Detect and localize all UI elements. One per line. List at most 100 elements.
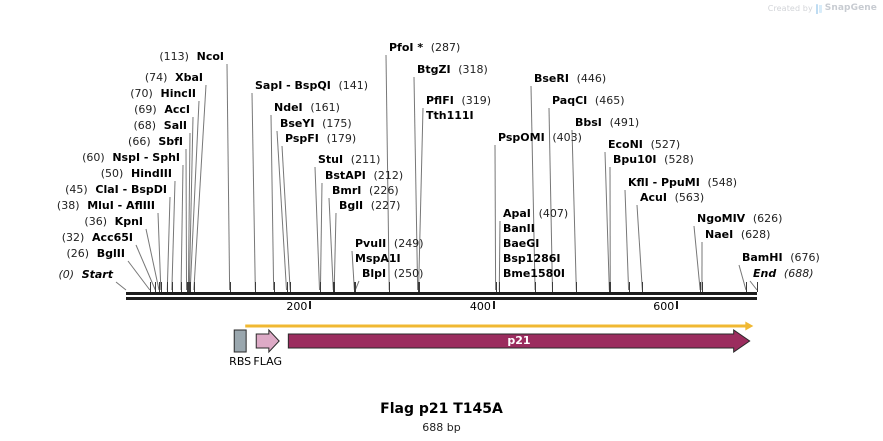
- enzyme-name: PflFI: [426, 94, 454, 107]
- ruler-minor-tick: [333, 282, 335, 292]
- enzyme-label[interactable]: (26) BglII: [67, 247, 125, 260]
- enzyme-label[interactable]: Bme1580I: [503, 267, 565, 280]
- enzyme-position: (287): [430, 41, 461, 54]
- enzyme-label[interactable]: (69) AccI: [134, 103, 190, 116]
- orf-arrow[interactable]: [245, 321, 754, 331]
- enzyme-label[interactable]: StuI (211): [318, 153, 380, 166]
- enzyme-label[interactable]: SapI - BspQI (141): [255, 79, 368, 92]
- feature-rbs[interactable]: [233, 329, 247, 353]
- enzyme-name: BbsI: [575, 116, 602, 129]
- enzyme-name: BanII: [503, 222, 535, 235]
- enzyme-label[interactable]: BaeGI: [503, 237, 539, 250]
- ruler-minor-tick: [167, 282, 169, 292]
- enzyme-label[interactable]: BstAPI (212): [325, 169, 403, 182]
- ruler-minor-tick: [610, 282, 612, 292]
- ruler-minor-tick: [189, 282, 191, 292]
- feature-p21[interactable]: [287, 329, 751, 353]
- ruler-minor-tick: [190, 282, 192, 292]
- ruler-minor-tick: [354, 282, 356, 292]
- enzyme-position: (68): [133, 119, 157, 132]
- enzyme-label[interactable]: NgoMIV (626): [697, 212, 782, 225]
- enzyme-label[interactable]: BamHI (676): [742, 251, 820, 264]
- enzyme-label[interactable]: Bsp1286I: [503, 252, 561, 265]
- enzyme-label[interactable]: (60) NspI - SphI: [82, 151, 180, 164]
- enzyme-label[interactable]: PaqCI (465): [552, 94, 625, 107]
- enzyme-name: BstAPI: [325, 169, 366, 182]
- enzyme-label[interactable]: KflI - PpuMI (548): [628, 176, 737, 189]
- enzyme-label[interactable]: (36) KpnI: [84, 215, 143, 228]
- enzyme-label[interactable]: PflFI (319): [426, 94, 491, 107]
- feature-flag[interactable]: [255, 328, 280, 354]
- enzyme-label[interactable]: (45) ClaI - BspDI: [65, 183, 167, 196]
- enzyme-label[interactable]: (70) HincII: [130, 87, 196, 100]
- enzyme-label[interactable]: BseRI (446): [534, 72, 606, 85]
- enzyme-name: NspI - SphI: [112, 151, 180, 164]
- enzyme-label[interactable]: PspFI (179): [285, 132, 356, 145]
- enzyme-name: BseRI: [534, 72, 569, 85]
- enzyme-name: SapI - BspQI: [255, 79, 331, 92]
- enzyme-label[interactable]: PvuII (249): [355, 237, 424, 250]
- feature-caption-flag: FLAG: [253, 355, 282, 368]
- enzyme-label[interactable]: BlpI (250): [362, 267, 423, 280]
- enzyme-position: (36): [84, 215, 107, 228]
- enzyme-name: ClaI - BspDI: [95, 183, 167, 196]
- enzyme-label[interactable]: NdeI (161): [274, 101, 340, 114]
- enzyme-name: HincII: [160, 87, 196, 100]
- enzyme-label[interactable]: (66) SbfI: [128, 135, 183, 148]
- enzyme-label[interactable]: MspA1I: [355, 252, 401, 265]
- enzyme-label[interactable]: ApaI (407): [503, 207, 568, 220]
- page-title: Flag p21 T145A: [380, 401, 503, 417]
- enzyme-position: (141): [338, 79, 369, 92]
- enzyme-name: ApaI: [503, 207, 531, 220]
- enzyme-label[interactable]: BtgZI (318): [417, 63, 488, 76]
- enzyme-name: Bpu10I: [613, 153, 657, 166]
- ruler-bar: [126, 297, 757, 300]
- ruler-minor-tick: [320, 282, 322, 292]
- enzyme-label[interactable]: AcuI (563): [640, 191, 704, 204]
- enzyme-label[interactable]: BseYI (175): [280, 117, 352, 130]
- ruler-minor-tick: [552, 282, 554, 292]
- ruler-minor-tick: [495, 282, 497, 292]
- enzyme-label[interactable]: EcoNI (527): [608, 138, 680, 151]
- ruler-tick-label: 400: [469, 300, 491, 313]
- ruler-tick-label: 200: [286, 300, 308, 313]
- enzyme-label[interactable]: PspOMI (403): [498, 131, 582, 144]
- enzyme-name: NaeI: [705, 228, 734, 241]
- enzyme-position: (688): [783, 267, 814, 280]
- enzyme-label[interactable]: Tth111I: [426, 109, 474, 122]
- ruler-major-tick: [309, 301, 312, 309]
- ruler-minor-tick: [418, 282, 420, 292]
- enzyme-position: (226): [369, 184, 399, 197]
- enzyme-name: BaeGI: [503, 237, 540, 250]
- enzyme-position: (250): [393, 267, 424, 280]
- enzyme-label[interactable]: (68) SalI: [134, 119, 187, 132]
- enzyme-name: PspOMI: [498, 131, 545, 144]
- enzyme-label[interactable]: BglI (227): [339, 199, 400, 212]
- enzyme-label[interactable]: (32) Acc65I: [62, 231, 133, 244]
- watermark-created-by-label: Created by: [767, 4, 813, 13]
- enzyme-label[interactable]: (74) XbaI: [145, 71, 203, 84]
- enzyme-position: (74): [144, 71, 168, 84]
- enzyme-label[interactable]: End (688): [753, 267, 814, 280]
- enzyme-label[interactable]: BanII: [503, 222, 535, 235]
- enzyme-label[interactable]: (50) HindIII: [101, 167, 172, 180]
- enzyme-position: (175): [322, 117, 352, 130]
- enzyme-name: Acc65I: [92, 231, 133, 244]
- enzyme-label[interactable]: Bpu10I (528): [613, 153, 694, 166]
- enzyme-name: NdeI: [274, 101, 303, 114]
- enzyme-label[interactable]: BmrI (226): [332, 184, 399, 197]
- enzyme-name: BlpI: [362, 267, 387, 280]
- ruler-minor-tick: [186, 282, 188, 292]
- enzyme-label[interactable]: (38) MluI - AflIII: [57, 199, 155, 212]
- enzyme-position: (70): [130, 87, 153, 100]
- enzyme-label[interactable]: NaeI (628): [705, 228, 770, 241]
- enzyme-label[interactable]: PfoI * (287): [389, 41, 460, 54]
- enzyme-label[interactable]: (0) Start: [58, 268, 113, 281]
- snapgene-watermark: Created by SnapGene: [768, 3, 877, 14]
- enzyme-label[interactable]: BbsI (491): [575, 116, 639, 129]
- enzyme-label[interactable]: (113) NcoI: [159, 50, 224, 63]
- enzyme-position: (227): [370, 199, 401, 212]
- ruler-minor-tick: [155, 282, 157, 292]
- enzyme-position: (113): [159, 50, 189, 63]
